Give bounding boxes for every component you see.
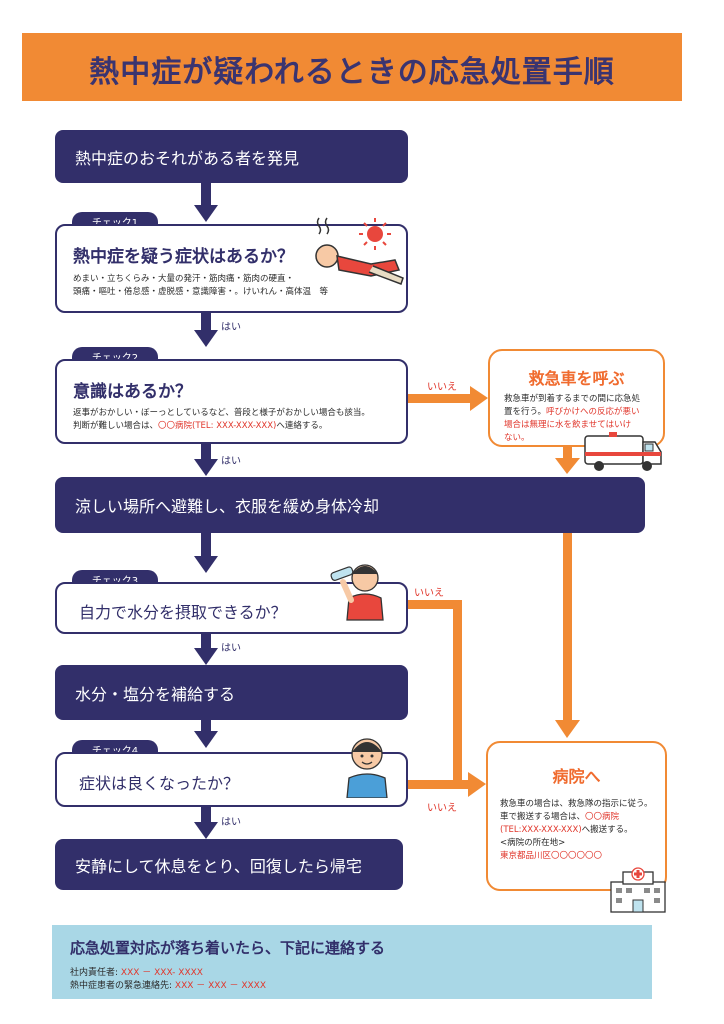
check2-note-line2-pre: 判断が難しい場合は、 [73, 421, 159, 431]
contact-footer: 応急処置対応が落ち着いたら、下記に連絡する 社内責任者: XXX － XXX- … [52, 925, 652, 999]
check3-yes-label: はい [221, 643, 241, 654]
step-discover-label: 熱中症のおそれがある者を発見 [75, 148, 300, 168]
check1-box: 熱中症を疑う症状はあるか？ めまい・立ちくらみ・大量の発汗・筋肉痛・筋肉の硬直・… [55, 217, 408, 313]
smiling-boy-illustration [346, 738, 388, 798]
footer-manager-line: 社内責任者: XXX － XXX- XXXX [70, 965, 203, 978]
ambulance-warning-3: ない。 [504, 433, 530, 443]
hospital-address: 東京都品川区〇〇〇〇〇〇 [500, 851, 603, 861]
check2-question: 意識はあるか？ [73, 382, 192, 402]
hospital-address-label: <病院の所在地> [500, 838, 566, 848]
ambulance-title: 救急車を呼ぶ [528, 369, 625, 388]
ambulance-warning-2: 場合は無理に水を飲ませてはいけ [504, 420, 632, 430]
hospital-text: 救急車の場合は、救急隊の指示に従う。 車で搬送する場合は、〇〇病院 (TEL:X… [500, 798, 653, 863]
check1-yes-label: はい [221, 322, 241, 333]
ambulance-icon [584, 432, 662, 471]
check3-question: 自力で水分を摂取できるか？ [79, 603, 287, 622]
hospital-phone: (TEL:XXX-XXX-XXX) [500, 825, 582, 835]
check2-box: 意識はあるか？ 返事がおかしい・ぼーっとしているなど、普段と様子がおかしい場合も… [55, 359, 408, 444]
ambulance-line2: 置を行う。呼びかけへの反応が悪い [504, 406, 640, 419]
step-cool-label: 涼しい場所へ避難し、衣服を緩め身体冷却 [75, 497, 380, 516]
check4-box: 症状は良くなったか？ [55, 738, 408, 807]
check1-question: 熱中症を疑う症状はあるか？ [73, 247, 294, 267]
footer-title: 応急処置対応が落ち着いたら、下記に連絡する [70, 939, 386, 957]
step-cool: 涼しい場所へ避難し、衣服を緩め身体冷却 [55, 477, 645, 533]
hospital-line2-pre: 車で搬送する場合は、 [500, 812, 586, 822]
hospital-name: 〇〇病院 [585, 812, 620, 822]
hospital-title: 病院へ [552, 767, 601, 786]
footer-manager-label: 社内責任者: [70, 968, 121, 978]
ambulance-box: 救急車を呼ぶ 救急車が到着するまでの間に応急処 置を行う。呼びかけへの反応が悪い… [488, 349, 665, 447]
hospital-box: 病院へ 救急車の場合は、救急隊の指示に従う。 車で搬送する場合は、〇〇病院 (T… [486, 741, 667, 891]
check4-yes-label: はい [221, 817, 241, 828]
ambulance-text: 救急車が到着するまでの間に応急処 置を行う。呼びかけへの反応が悪い 場合は無理に… [504, 393, 640, 445]
check2-no-label: いいえ [427, 382, 457, 393]
step-discover: 熱中症のおそれがある者を発見 [55, 130, 408, 183]
hospital-building-icon [610, 867, 666, 913]
check3-no-label: いいえ [414, 588, 444, 599]
page-title: 熱中症が疑われるときの応急処置手順 [89, 55, 615, 90]
check2-yes-label: はい [221, 456, 241, 467]
footer-emergency-phone: XXX － XXX － XXXX [174, 981, 267, 991]
footer-emergency-line: 熱中症患者の緊急連絡先: XXX － XXX － XXXX [70, 978, 266, 991]
check2-note-line1: 返事がおかしい・ぼーっとしているなど、普段と様子がおかしい場合も該当。 [73, 408, 370, 418]
ambulance-warning-1: 呼びかけへの反応が悪い [546, 407, 640, 417]
check4-no-label: いいえ [427, 803, 457, 814]
ambulance-line2-pre: 置を行う。 [504, 407, 546, 417]
check3-box: 自力で水分を摂取できるか？ [55, 564, 408, 634]
check4-question: 症状は良くなったか？ [79, 774, 240, 793]
check2-note-line2-post: へ連絡する。 [276, 421, 328, 431]
step-hydrate-label: 水分・塩分を補給する [75, 684, 236, 704]
hospital-line2: 車で搬送する場合は、〇〇病院 [500, 811, 653, 824]
footer-manager-phone: XXX － XXX- XXXX [120, 968, 203, 978]
drinking-boy-illustration [330, 564, 384, 621]
check2-note-line2: 判断が難しい場合は、〇〇病院(TEL: XXX-XXX-XXX)へ連絡する。 [73, 420, 327, 433]
page-header: 熱中症が疑われるときの応急処置手順 [22, 33, 682, 101]
hospital-line3: (TEL:XXX-XXX-XXX)へ搬送する。 [500, 824, 653, 837]
check1-note-line1: めまい・立ちくらみ・大量の発汗・筋肉痛・筋肉の硬直・ [73, 274, 295, 284]
step-rest: 安静にして休息をとり、回復したら帰宅 [55, 839, 403, 890]
step-rest-label: 安静にして休息をとり、回復したら帰宅 [75, 856, 362, 876]
footer-emergency-label: 熱中症患者の緊急連絡先: [70, 981, 175, 991]
ambulance-line1: 救急車が到着するまでの間に応急処 [504, 394, 641, 404]
hospital-line1: 救急車の場合は、救急隊の指示に従う。 [500, 799, 653, 809]
check1-note-line2: 頭痛・嘔吐・倦怠感・虚脱感・意識障害・。けいれん・高体温 等 [73, 287, 329, 297]
check2-hospital-phone: 〇〇病院(TEL: XXX-XXX-XXX) [158, 421, 277, 431]
step-hydrate: 水分・塩分を補給する [55, 665, 408, 720]
hospital-line3-post: へ搬送する。 [581, 825, 633, 835]
heatstroke-person-illustration [315, 217, 404, 285]
